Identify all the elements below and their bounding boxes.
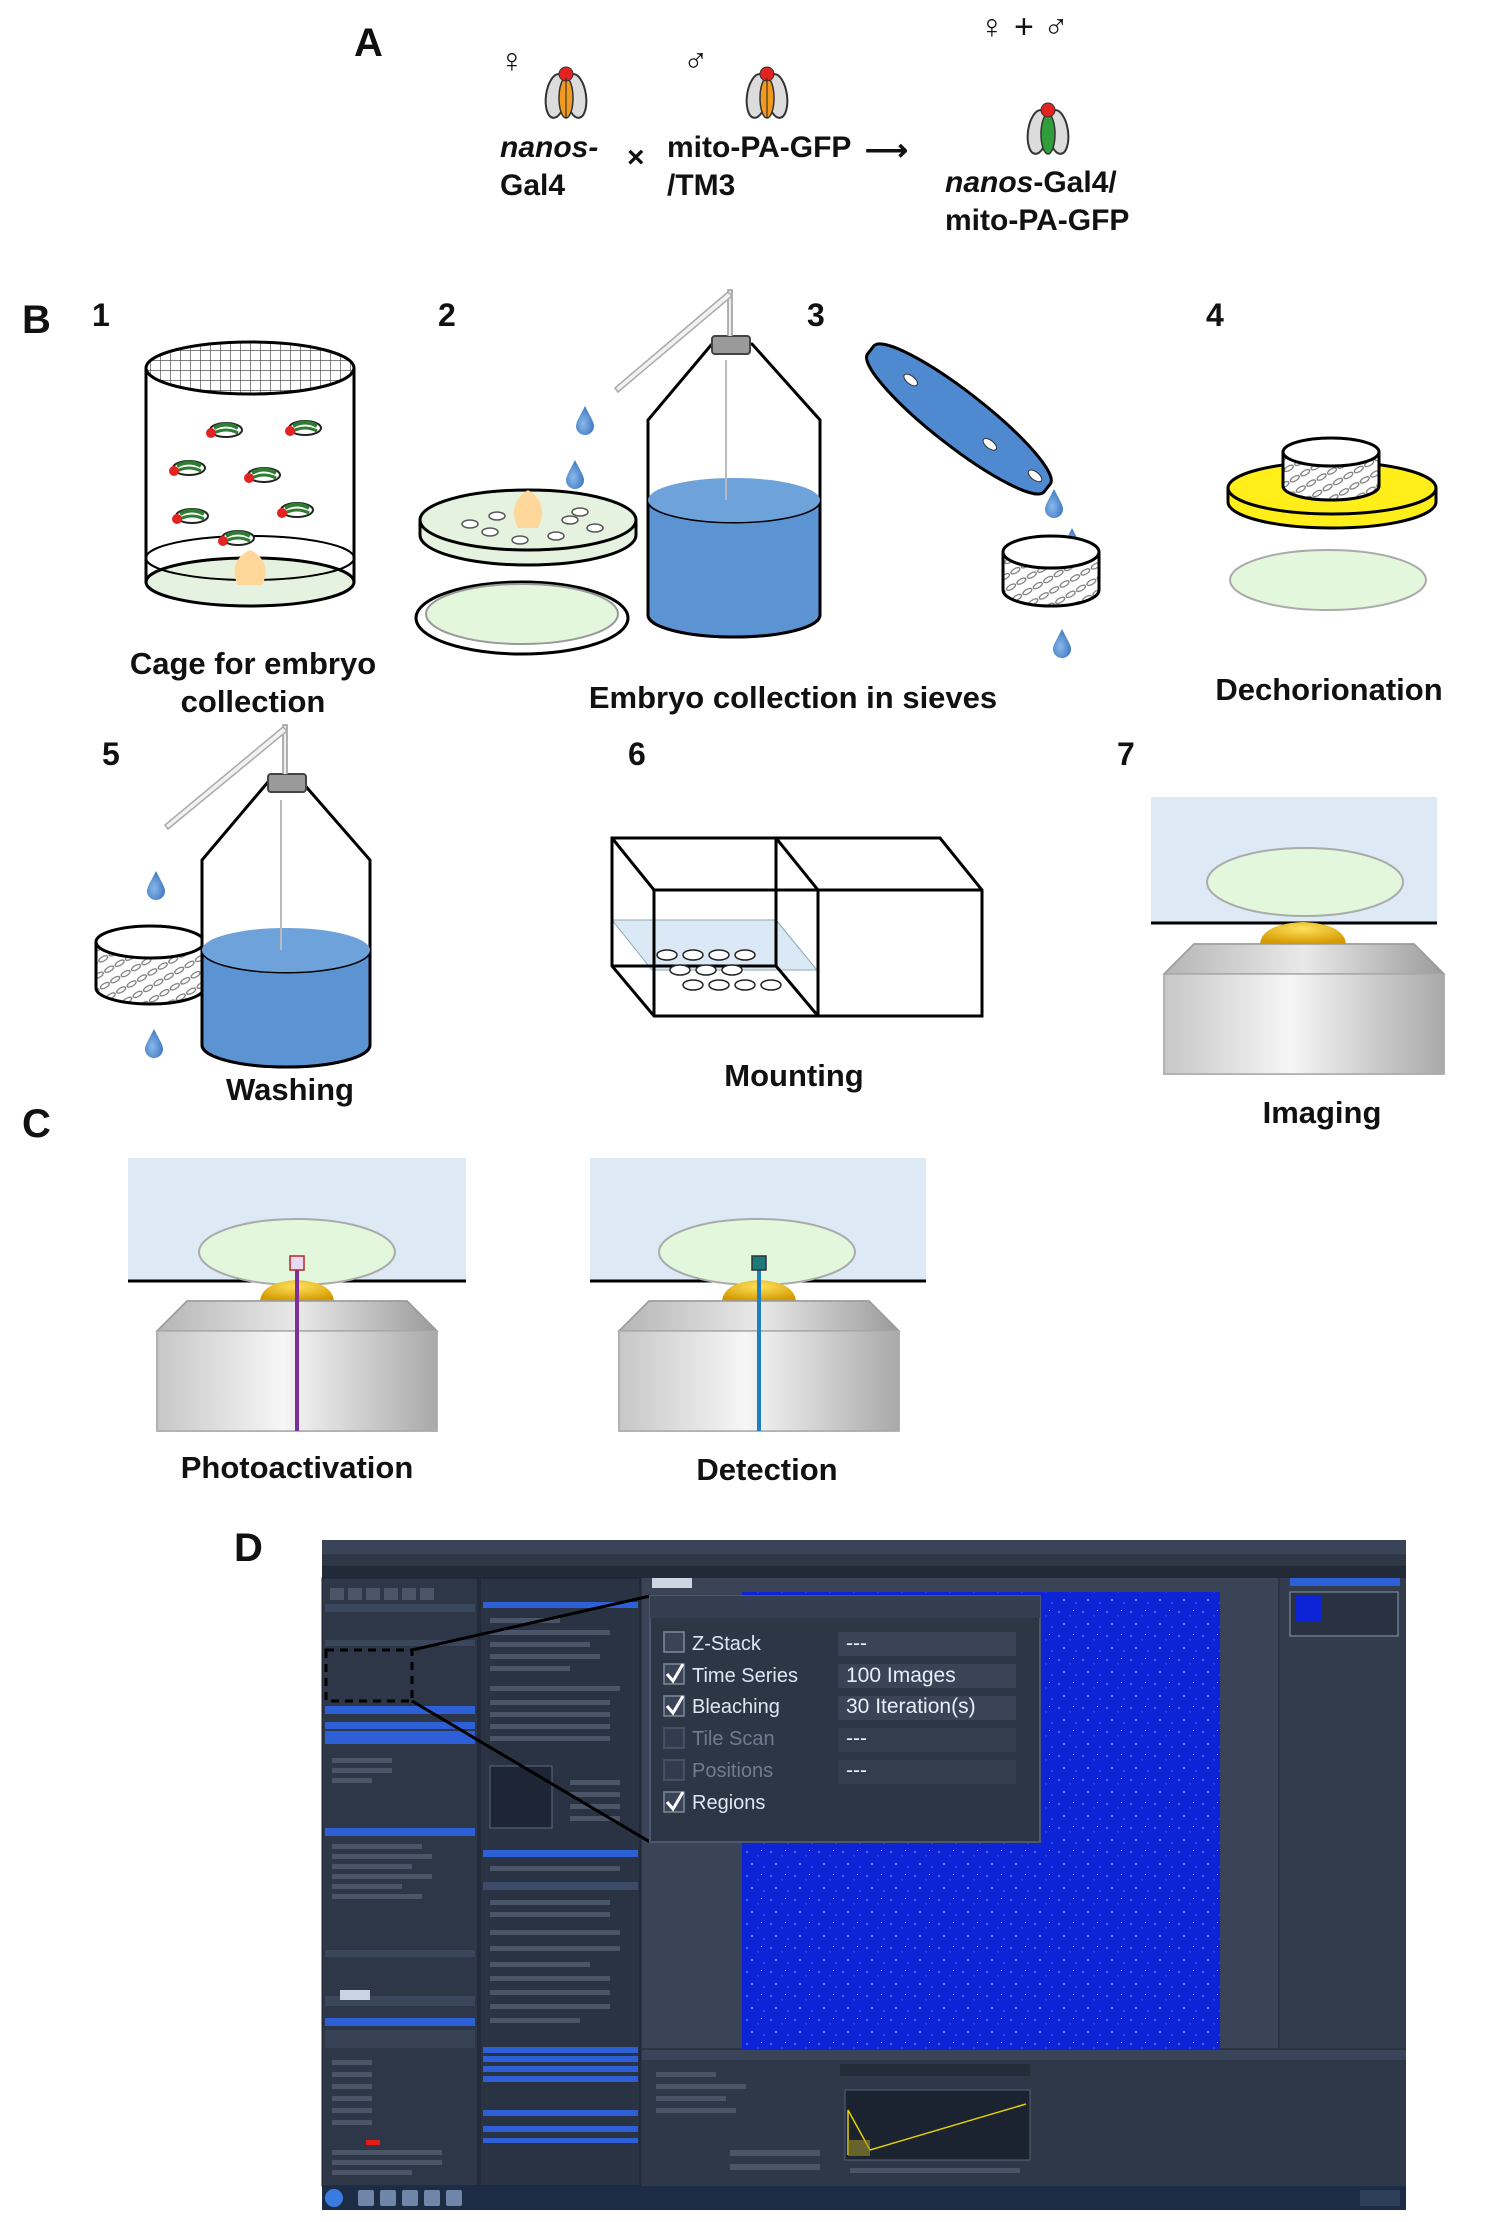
panel-a: A ♀ nanos- Gal4 × ♂ mito-PA-GFP /TM3 ⟶ ♀…: [354, 8, 1129, 237]
objective-lens-icon: [1163, 943, 1445, 1075]
checkmark-icon: [665, 1695, 685, 1716]
fly-icon: [283, 419, 323, 438]
bleaching-value: 30 Iteration(s): [846, 1695, 976, 1718]
offspring-genotype-line2: mito-PA-GFP: [945, 204, 1129, 237]
male-fly-icon: [743, 66, 791, 121]
water-drop-icon: [1053, 629, 1071, 658]
fly-icon: [170, 507, 210, 526]
bleaching-label: Bleaching: [692, 1696, 780, 1718]
option-regions[interactable]: Regions: [663, 1791, 765, 1814]
tile-scan-value: ---: [846, 1727, 867, 1750]
water-drop-icon: [147, 871, 165, 900]
zoomed-acquisition-options[interactable]: Z-Stack --- Time Series 100 Images Bleac…: [649, 1595, 1041, 1843]
positions-label: Positions: [692, 1760, 773, 1782]
option-tile-scan[interactable]: Tile Scan ---: [663, 1727, 1016, 1752]
detection-diagram: Detection: [590, 1158, 926, 1487]
step-1-cage: 1 Cage for embryo collection: [92, 297, 376, 719]
male-symbol: ♂: [683, 42, 709, 80]
water-drop-icon: [566, 460, 584, 489]
z-stack-checkbox[interactable]: [663, 1631, 685, 1653]
tile-scan-checkbox[interactable]: [663, 1727, 685, 1749]
checkmark-icon: [665, 1663, 685, 1684]
fly-icon: [242, 466, 282, 485]
detection-caption: Detection: [696, 1452, 837, 1487]
cross-arrow: ⟶: [865, 134, 908, 167]
fly-icon: [275, 501, 315, 520]
step-1-number: 1: [92, 297, 110, 333]
water-drop-icon: [145, 1029, 163, 1058]
food-icon: [234, 550, 266, 585]
female-genotype-line1: nanos-: [500, 131, 598, 164]
step-4-dechorionation: 4 Dechorionation: [1206, 297, 1443, 707]
offspring-fly-icon: [1024, 102, 1072, 157]
male-genotype-line2: /TM3: [667, 169, 735, 202]
panel-c-letter: C: [22, 1102, 51, 1146]
option-positions[interactable]: Positions ---: [663, 1759, 1016, 1784]
fly-icon: [167, 459, 207, 478]
step-1-caption-line2: collection: [181, 684, 326, 719]
option-bleaching[interactable]: Bleaching 30 Iteration(s): [663, 1695, 1016, 1720]
panel-d: D: [234, 1526, 1406, 2210]
zoom-source-box: [324, 1648, 414, 1703]
photoactivation-caption: Photoactivation: [181, 1450, 414, 1485]
z-stack-label: Z-Stack: [692, 1633, 762, 1655]
step-4-caption: Dechorionation: [1215, 672, 1442, 707]
offspring-genotype-italic: nanos: [945, 166, 1033, 199]
panel-a-letter: A: [354, 21, 383, 65]
step-3-sieve: 3: [807, 297, 1101, 658]
female-fly-icon: [542, 66, 590, 121]
step-2-3-caption: Embryo collection in sieves: [589, 680, 997, 715]
offspring-genotype-rest: -Gal4/: [1033, 166, 1117, 199]
step-3-number: 3: [807, 297, 825, 333]
water-drop-icon: [576, 406, 594, 435]
step-6-mounting: 6 Mounting: [610, 736, 984, 1093]
step-6-number: 6: [628, 736, 646, 772]
time-series-value: 100 Images: [846, 1664, 956, 1687]
z-stack-value: ---: [846, 1632, 867, 1655]
step-7-number: 7: [1117, 736, 1135, 772]
step-5-caption: Washing: [226, 1072, 354, 1107]
panel-c: C Photoactivation Detection: [22, 1102, 926, 1487]
step-7-caption: Imaging: [1263, 1095, 1382, 1130]
step-2-collection: 2: [414, 289, 822, 656]
fly-icon: [204, 421, 244, 440]
female-symbol: ♀: [499, 42, 525, 80]
step-7-imaging: 7 Imaging: [1117, 736, 1445, 1130]
male-genotype-line1: mito-PA-GFP: [667, 131, 851, 164]
tile-scan-label: Tile Scan: [692, 1728, 775, 1750]
left-tool-panel[interactable]: [321, 1577, 479, 2187]
photoactivation-diagram: Photoactivation: [128, 1158, 466, 1485]
fly-icon: [216, 529, 256, 548]
time-series-label: Time Series: [692, 1665, 798, 1687]
cross-times: ×: [627, 141, 645, 174]
offspring-symbols: ♀ + ♂: [979, 8, 1069, 46]
positions-value: ---: [846, 1759, 867, 1782]
option-z-stack[interactable]: Z-Stack ---: [663, 1631, 1016, 1656]
step-5-washing: 5 Washing: [94, 724, 372, 1107]
step-5-number: 5: [102, 736, 120, 772]
offspring-genotype-line1: nanos-Gal4/: [945, 166, 1117, 199]
water-drop-icon: [1045, 489, 1063, 518]
panel-d-letter: D: [234, 1526, 263, 1570]
option-time-series[interactable]: Time Series 100 Images: [663, 1663, 1016, 1688]
regions-label: Regions: [692, 1792, 765, 1814]
step-6-caption: Mounting: [724, 1058, 863, 1093]
step-1-caption-line1: Cage for embryo: [130, 646, 376, 681]
panel-b: B 1 Cage for embryo collection 2: [22, 289, 1445, 1130]
step-2-number: 2: [438, 297, 456, 333]
female-genotype-line2: Gal4: [500, 169, 565, 202]
step-4-number: 4: [1206, 297, 1224, 333]
positions-checkbox[interactable]: [663, 1759, 685, 1781]
panel-b-letter: B: [22, 298, 51, 342]
checkmark-icon: [665, 1791, 685, 1812]
